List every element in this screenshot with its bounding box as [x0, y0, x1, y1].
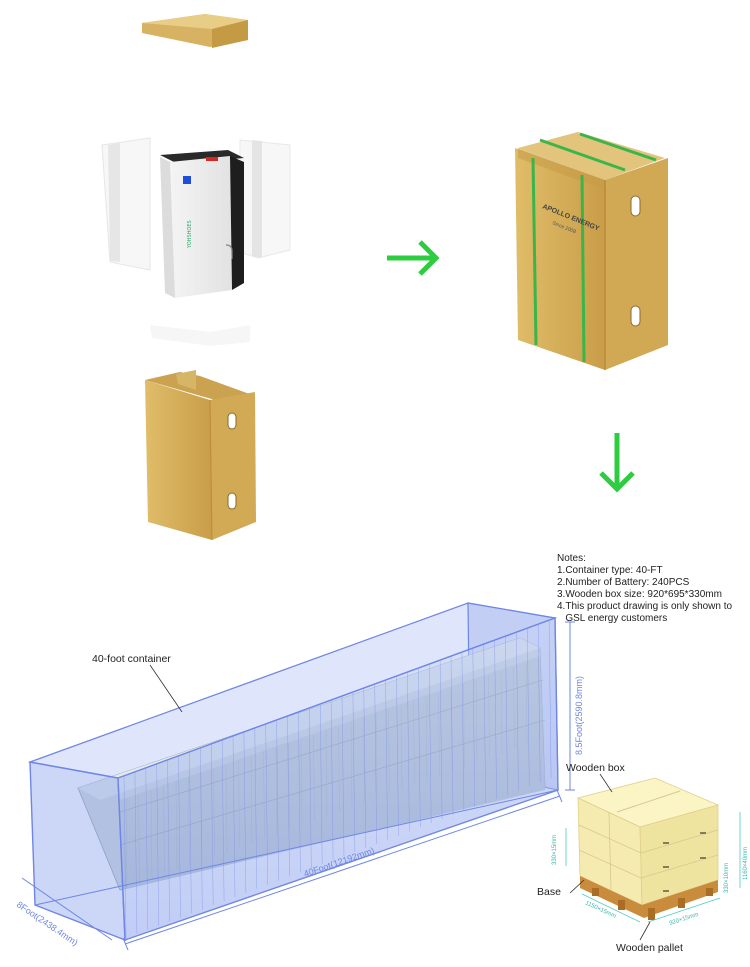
- arrow-right-icon: [387, 240, 440, 276]
- pallet-dim-bottom-b: 920×15mm: [669, 912, 700, 927]
- container-width-dimension: [21, 877, 113, 941]
- container-rib-line: [494, 639, 497, 799]
- container-rib-line: [167, 759, 170, 922]
- container-height-text: 8.5Foot(2590.8mm): [574, 676, 584, 755]
- container-rib-line: [450, 655, 454, 816]
- note-line: 1.Container type: 40-FT: [557, 565, 663, 576]
- container-rib-line: [123, 775, 127, 939]
- container-rib-line: [319, 703, 323, 865]
- container-rib-line: [189, 751, 192, 914]
- pallet-dim-left: 330×15mm: [552, 835, 558, 865]
- notes-heading: Notes:: [557, 553, 586, 564]
- container-rib-line: [330, 699, 334, 861]
- container-label: 40-foot container: [92, 653, 171, 665]
- note-line: 4.This product drawing is only shown to: [557, 601, 733, 612]
- container-rib-line: [178, 755, 181, 918]
- container-rib-line: [516, 631, 519, 791]
- battery-brand-text: YOHSHOES: [187, 220, 193, 249]
- container-rib-line: [232, 735, 236, 898]
- cardboard-lid: [142, 14, 248, 48]
- note-line: 3.Wooden box size: 920*695*330mm: [557, 589, 722, 600]
- pallet-label-leaders: [569, 773, 651, 941]
- closed-crate: [515, 132, 668, 370]
- container-rib-line: [407, 671, 410, 832]
- container-rib-line: [505, 635, 508, 795]
- container-rib-line: [309, 707, 312, 869]
- container-rib-line: [145, 767, 149, 930]
- arrow-down-icon: [599, 433, 635, 493]
- container-rib-line: [287, 715, 290, 877]
- container-rib-line: [134, 771, 138, 934]
- container-rib-line: [210, 743, 214, 906]
- container-rib-line: [548, 619, 552, 779]
- base-label: Base: [537, 886, 561, 898]
- container-rib-line: [418, 667, 421, 828]
- pallet-dim-right-b: 1160×40mm: [743, 847, 749, 880]
- container-label-leader: [149, 664, 183, 713]
- container-length-dimension: [122, 789, 563, 951]
- container-rib-line: [265, 723, 268, 885]
- container-rib-line: [428, 663, 432, 824]
- pallet-stack: [576, 777, 720, 920]
- container-rib-line: [298, 711, 301, 873]
- container-rib-line: [439, 659, 443, 820]
- container-rib-line: [527, 627, 530, 787]
- pallet-dim-right-a: 330×10mm: [724, 863, 730, 893]
- container-rib-line: [221, 739, 225, 902]
- container-rib-line: [363, 687, 367, 848]
- container-rib-line: [537, 623, 541, 783]
- wooden-box-label: Wooden box: [566, 762, 625, 774]
- container-height-dimension: [565, 621, 575, 791]
- container-rib-line: [276, 719, 279, 881]
- note-line: 2.Number of Battery: 240PCS: [557, 577, 690, 588]
- container-rib-line: [461, 651, 465, 811]
- battery-unit: [160, 150, 244, 298]
- note-line: GSL energy customers: [557, 613, 668, 624]
- container-rib-line: [352, 691, 356, 852]
- container-rib-line: [341, 695, 345, 857]
- container-rib-line: [483, 643, 486, 803]
- container-rib-line: [200, 747, 203, 910]
- pallet-dimensions: [565, 812, 741, 923]
- container-rib-line: [385, 679, 388, 840]
- container-rib-line: [396, 675, 399, 836]
- open-cardboard-box: [145, 370, 256, 541]
- wooden-pallet-label: Wooden pallet: [616, 942, 683, 954]
- container-rib-line: [472, 647, 476, 807]
- container-rib-line: [156, 763, 159, 926]
- container-rib-line: [254, 727, 258, 889]
- container-rib-line: [243, 731, 247, 893]
- shipping-container: [27, 602, 559, 942]
- container-rib-line: [374, 683, 377, 844]
- notes-panel: Notes: 1.Container type: 40-FT 2.Number …: [557, 553, 732, 625]
